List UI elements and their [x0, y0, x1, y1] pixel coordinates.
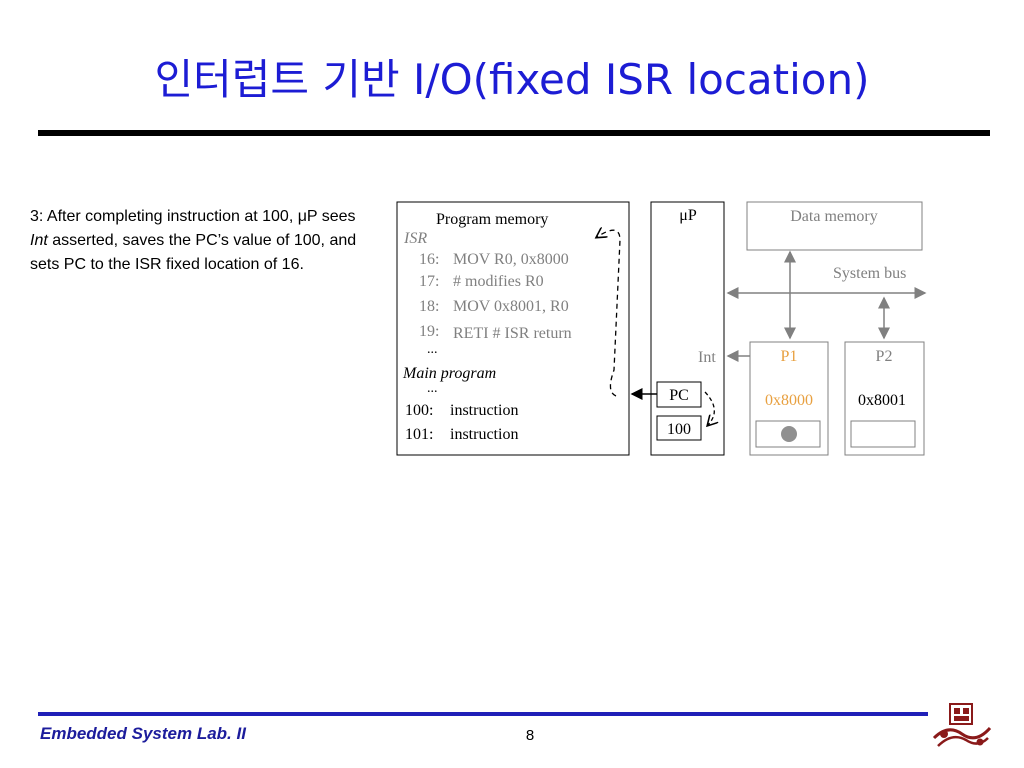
- p1-address: 0x8000: [765, 392, 813, 409]
- data-memory-title: Data memory: [790, 208, 878, 225]
- pc-register-box: [656, 381, 702, 408]
- isr-line-text: # modifies R0: [453, 273, 544, 290]
- isr-line-text: RETI # ISR return: [453, 325, 572, 342]
- pc-value: 100: [667, 421, 691, 438]
- isr-line-num: 17:: [419, 273, 439, 290]
- program-memory-box: [396, 201, 630, 456]
- main-line-text: instruction: [450, 426, 518, 443]
- p2-register-box: [850, 420, 916, 448]
- title-underline: [38, 130, 990, 136]
- isr-line-text: MOV R0, 0x8000: [453, 251, 569, 268]
- isr-line-num: 19:: [419, 323, 439, 340]
- university-seal-icon: [932, 703, 992, 747]
- page-number: 8: [525, 727, 535, 744]
- caption-part-3: asserted, saves the PC’s value of 100, a…: [30, 232, 357, 273]
- footer-lab-name: Embedded System Lab. II: [40, 724, 246, 743]
- pc-save-arrow: [704, 391, 714, 425]
- program-memory-title: Program memory: [436, 211, 548, 228]
- main-line-num: 100:: [405, 402, 433, 419]
- main-line-num: 101:: [405, 426, 433, 443]
- caption-part-2: P sees: [306, 208, 356, 225]
- caption-mu: μ: [297, 208, 307, 225]
- jump-to-isr-arrow: [597, 230, 621, 397]
- int-label: Int: [698, 349, 716, 366]
- system-bus-label: System bus: [833, 265, 906, 282]
- p2-address: 0x8001: [858, 392, 906, 409]
- p2-name: P2: [876, 348, 893, 365]
- processor-title: μP: [679, 207, 697, 224]
- isr-label: ISR: [403, 230, 427, 247]
- ellipsis-main: ...: [427, 381, 438, 396]
- data-memory-box: [746, 201, 923, 251]
- step-caption: 3: After completing instruction at 100, …: [30, 205, 360, 277]
- main-line-text: instruction: [450, 402, 518, 419]
- caption-int-word: Int: [30, 232, 48, 249]
- pc-label: PC: [669, 387, 689, 404]
- slide-title: 인터럽트 기반 I/O(fixed ISR location): [154, 55, 870, 104]
- p1-register-box: [755, 420, 821, 448]
- footer-rule: [38, 712, 928, 716]
- isr-line-num: 18:: [419, 298, 439, 315]
- p1-name: P1: [781, 348, 798, 365]
- ellipsis-isr: ...: [427, 342, 438, 357]
- main-program-label: Main program: [402, 365, 496, 382]
- pc-value-box: [656, 415, 702, 441]
- isr-line-text: MOV 0x8001, R0: [453, 298, 569, 315]
- isr-line-num: 16:: [419, 251, 439, 268]
- p1-status-dot: [781, 426, 797, 442]
- caption-part-1: 3: After completing instruction at 100,: [30, 208, 298, 225]
- processor-box: [650, 201, 725, 456]
